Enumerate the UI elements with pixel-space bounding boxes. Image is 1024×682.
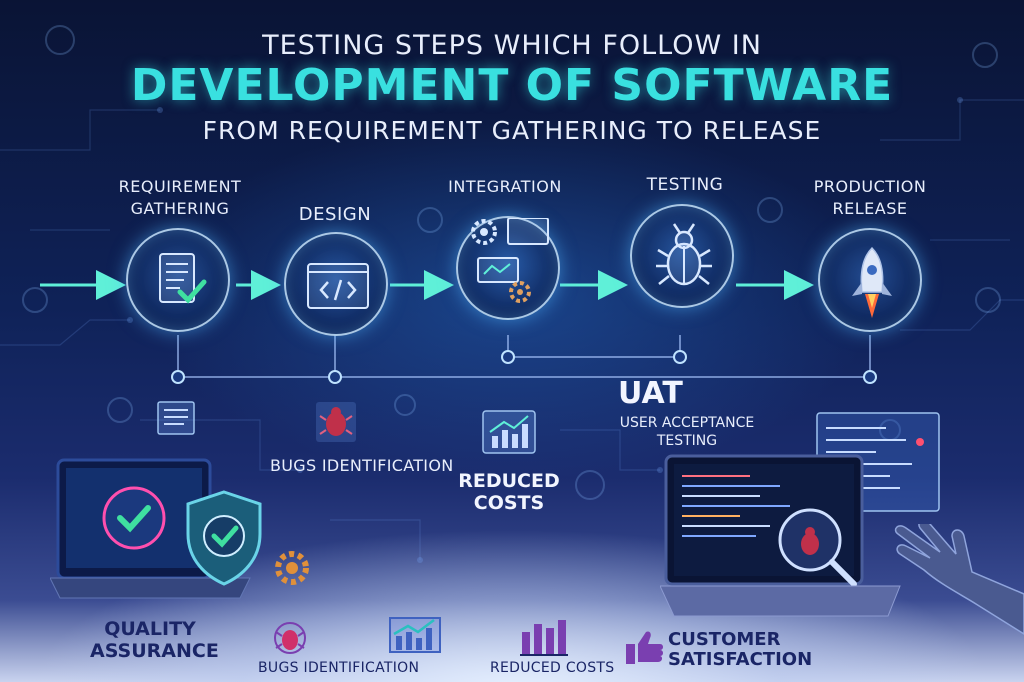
document-list-icon (157, 401, 195, 435)
rocket-icon (852, 246, 892, 318)
bugs-identification-label: BUGS IDENTIFICATION (270, 456, 454, 475)
robotic-hand-icon (894, 524, 1024, 635)
bug-target-icon (274, 622, 306, 654)
uat-title: UAT (618, 376, 683, 411)
title-subtitle: FROM REQUIREMENT GATHERING TO RELEASE (202, 116, 822, 145)
step-node-testing (630, 204, 734, 308)
step-label-design: DESIGN (298, 204, 372, 225)
document-check-icon (159, 253, 207, 304)
title-line-1: TESTING STEPS WHICH FOLLOW IN (262, 30, 762, 61)
connector-line (177, 335, 871, 378)
step-label-production-release: PRODUCTION RELEASE (813, 177, 927, 218)
step-label-requirement-gathering: REQUIREMENT GATHERING (118, 177, 242, 218)
laptop-quality-check (50, 458, 251, 599)
gears-window-icon (471, 218, 549, 303)
orange-gear-icon (275, 551, 309, 585)
step-node-integration (456, 216, 560, 320)
red-bug-icon (316, 402, 356, 442)
bottom-bugs-identification-label: BUGS IDENTIFICATION (258, 660, 420, 676)
growth-chart-icon (482, 410, 536, 454)
step-node-design (284, 232, 388, 336)
step-node-requirement-gathering (126, 228, 230, 332)
laptop-bug-scan (660, 454, 901, 617)
thumbs-up-icon (626, 631, 663, 664)
bar-chart-icon (389, 617, 441, 653)
bottom-reduced-costs-label: REDUCED COSTS (490, 660, 615, 676)
step-node-production-release (818, 228, 922, 332)
quality-assurance-label: QUALITY ASSURANCE (90, 618, 219, 662)
code-window-icon (307, 263, 369, 309)
uat-description: USER ACCEPTANCE TESTING (619, 415, 755, 449)
step-label-integration: INTEGRATION (448, 177, 562, 196)
shield-check-icon (186, 490, 262, 586)
reduced-costs-label: REDUCED COSTS (458, 470, 560, 514)
bug-icon (656, 223, 712, 286)
cost-bars-icon (520, 620, 568, 656)
title-main: DEVELOPMENT OF SOFTWARE (130, 60, 894, 111)
customer-satisfaction-label: CUSTOMER SATISFACTION (668, 629, 813, 670)
step-label-testing: TESTING (646, 175, 724, 195)
